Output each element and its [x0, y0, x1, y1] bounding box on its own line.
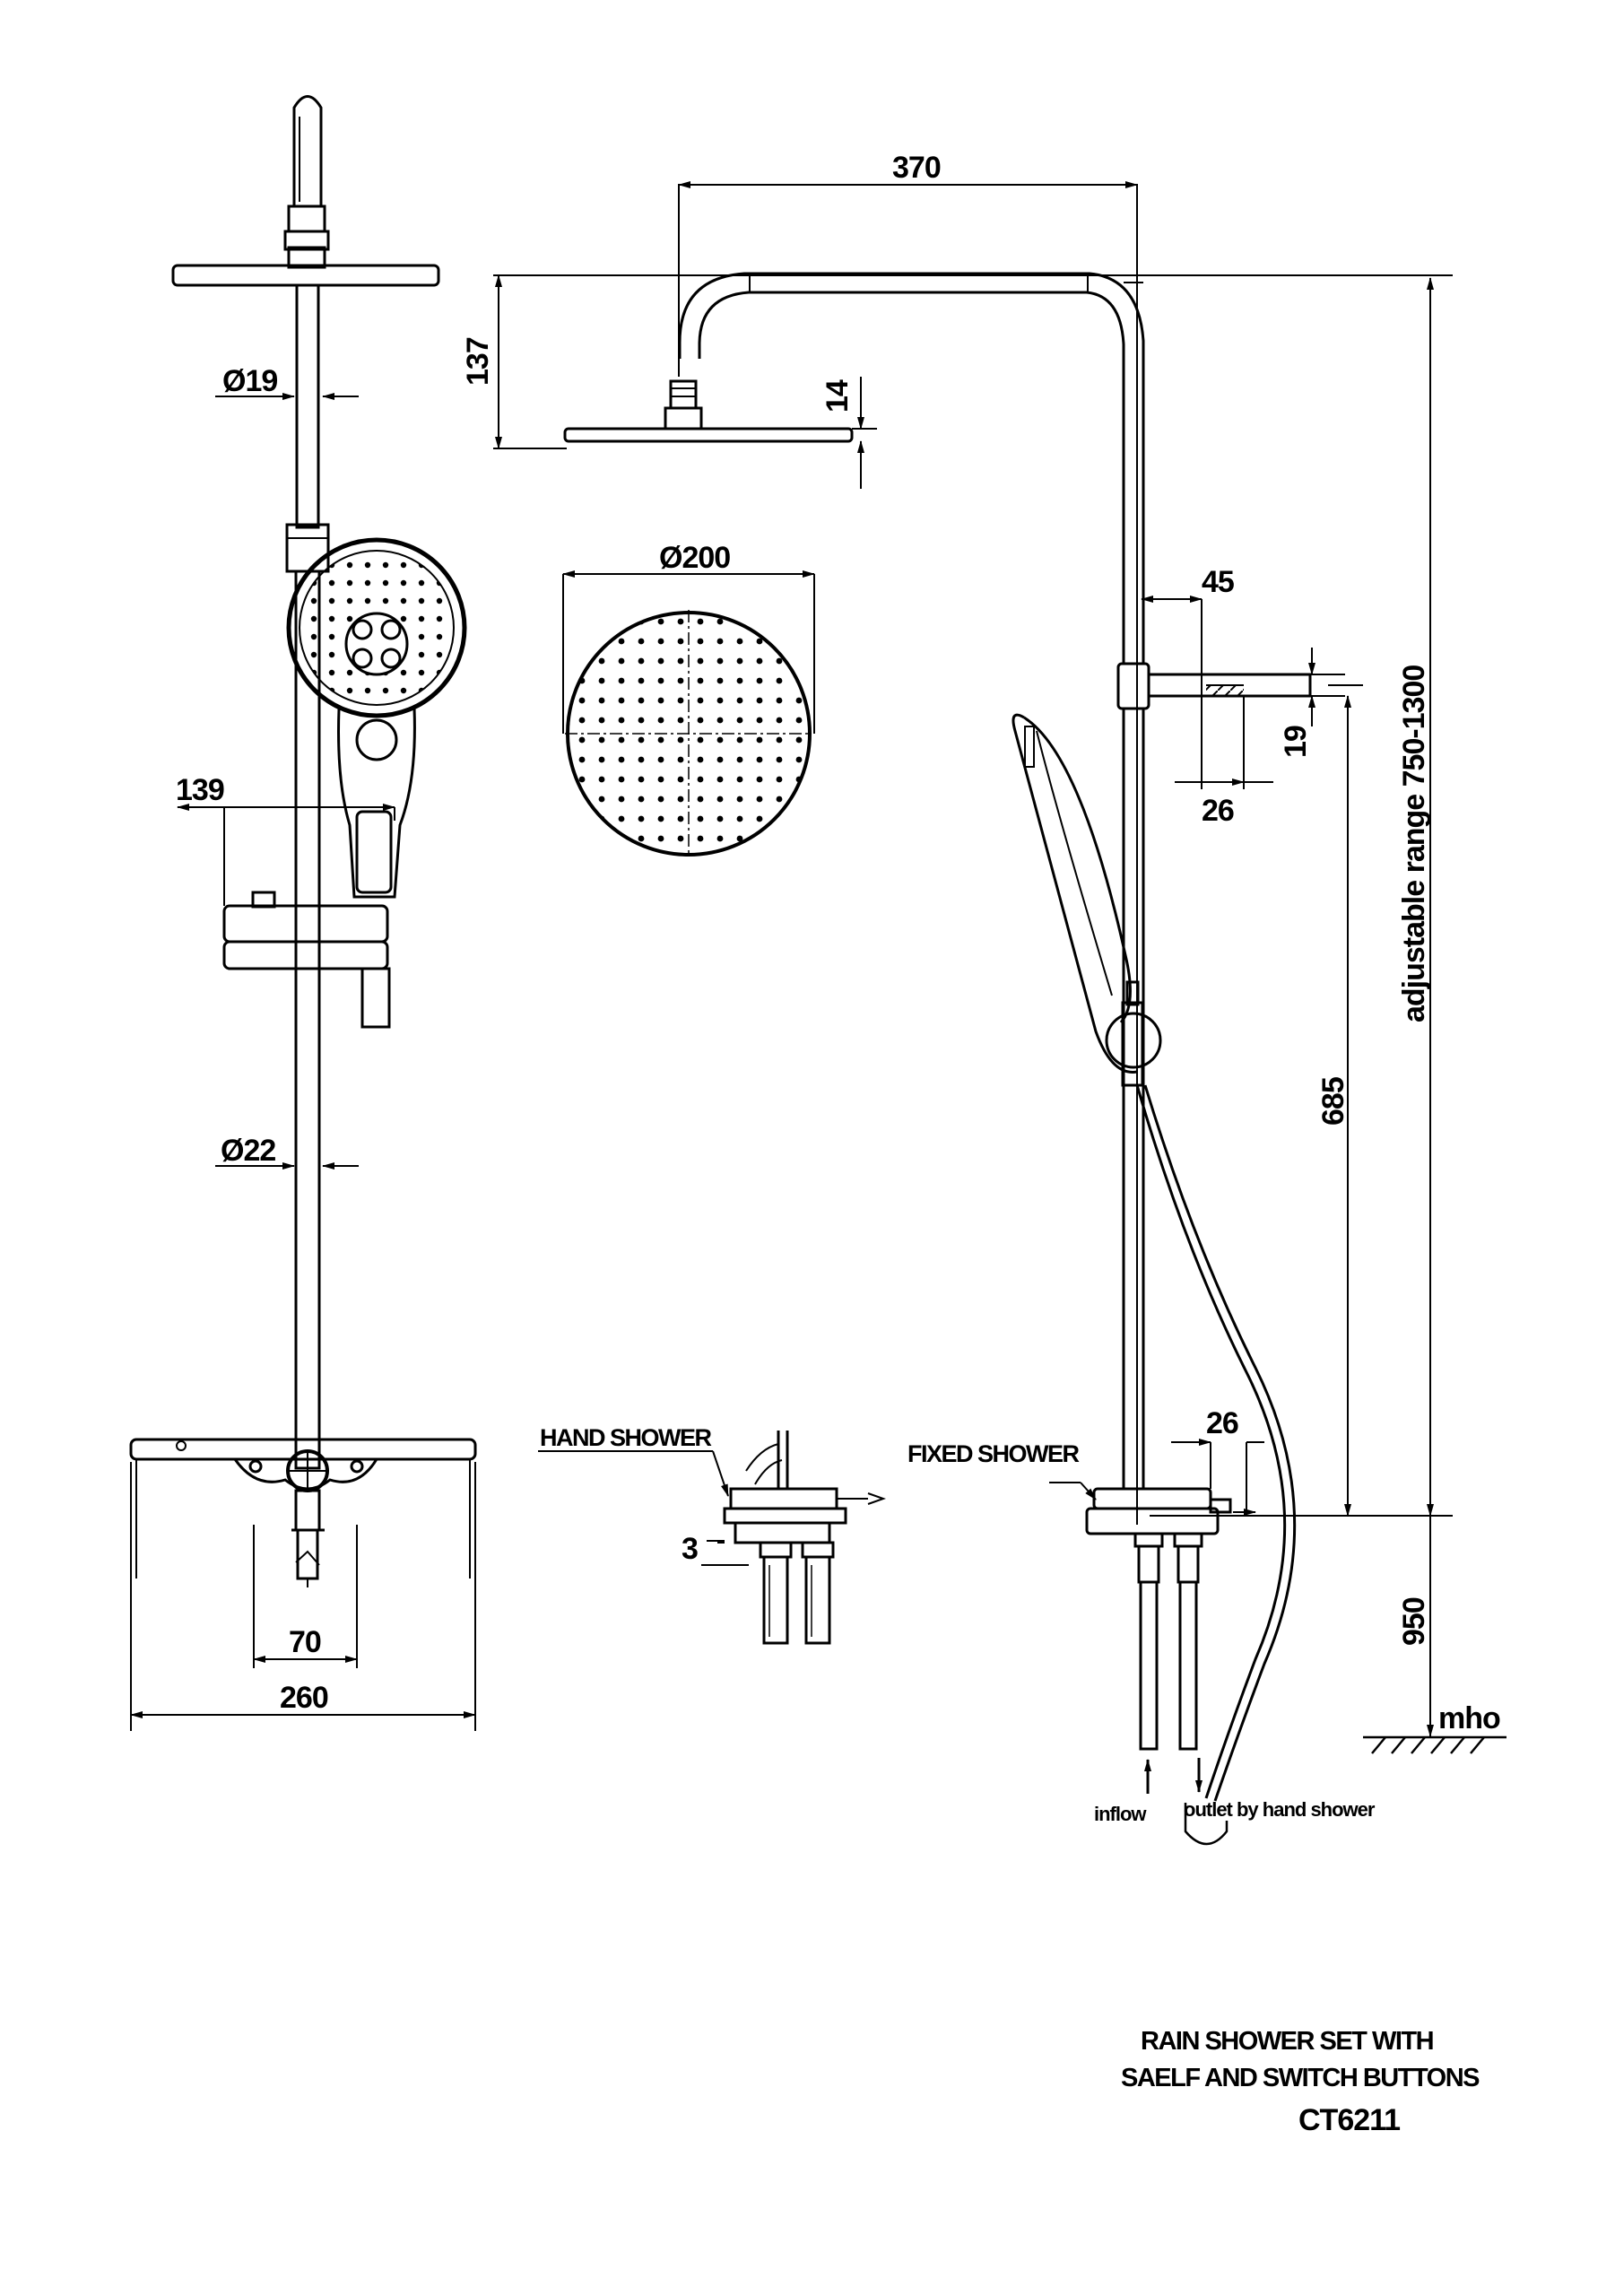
overhead-arm — [678, 272, 1145, 664]
label-inflow: inflow — [1094, 1803, 1147, 1825]
overhead-side — [563, 379, 854, 443]
dim-pipe-upper: Ø19 — [222, 364, 277, 398]
shelf-front — [129, 1438, 477, 1578]
upper-pipe — [295, 283, 320, 529]
side-view — [678, 272, 1312, 1846]
overhead-dimensions — [493, 181, 1453, 1525]
label-floor-ref: mho — [1438, 1701, 1500, 1735]
inlet-front — [291, 1489, 325, 1587]
hose — [1135, 1084, 1287, 1799]
diverter-valve — [1085, 1487, 1232, 1751]
dim-holder-depth: 26 — [1202, 794, 1234, 828]
model-number: CT6211 — [1298, 2103, 1400, 2137]
dim-shelf-width: 260 — [280, 1681, 328, 1715]
dim-slide-range: 685 — [1316, 1077, 1350, 1126]
front-dimensions — [130, 393, 476, 1731]
holder-front — [222, 891, 391, 1029]
dim-rail-width: 370 — [892, 151, 941, 185]
front-view — [129, 95, 477, 1587]
title-line-1: RAIN SHOWER SET WITH — [1141, 2027, 1433, 2056]
dim-hand-gap: 3 — [682, 1532, 698, 1566]
label-outlet: outlet by hand shower — [1184, 1798, 1376, 1821]
title-block: RAIN SHOWER SET WITH SAELF AND SWITCH BU… — [1121, 2027, 1481, 2137]
side-dimensions — [1049, 277, 1453, 1737]
hand-detail-dimensions — [538, 1450, 749, 1566]
dim-hand-offset: 139 — [176, 773, 224, 807]
dim-head-diameter: Ø200 — [659, 541, 730, 575]
overhead-head-top — [565, 610, 812, 857]
hand-shower-front — [286, 537, 467, 899]
dim-mount-height: 950 — [1397, 1597, 1431, 1646]
top-nut — [287, 204, 326, 233]
dim-overhead-drop: 137 — [461, 337, 495, 386]
dim-holder-height: 19 — [1279, 726, 1313, 758]
dim-holder-projection: 45 — [1202, 565, 1234, 599]
dim-pipe-lower: Ø22 — [221, 1134, 275, 1168]
hand-shower-detail — [723, 1431, 887, 1645]
title-line-2: SAELF AND SWITCH BUTTONS — [1121, 2064, 1480, 2092]
dim-head-thickness: 14 — [821, 379, 855, 413]
label-hand-shower: HAND SHOWER — [540, 1424, 711, 1451]
dim-inlet-spacing: 70 — [289, 1625, 321, 1659]
outlet-hook — [1184, 1803, 1229, 1846]
slider — [285, 523, 330, 573]
hand-shower-side — [1012, 713, 1162, 1087]
dim-adjustable-range: adjustable range 750-1300 — [1397, 665, 1431, 1022]
lower-pipe — [294, 570, 321, 1470]
floor-symbol — [1363, 1735, 1506, 1754]
flow-arrows — [1144, 1758, 1203, 1794]
label-fixed-shower: FIXED SHOWER — [907, 1440, 1080, 1467]
top-cap — [292, 95, 323, 206]
dim-valve-projection: 26 — [1206, 1406, 1238, 1440]
